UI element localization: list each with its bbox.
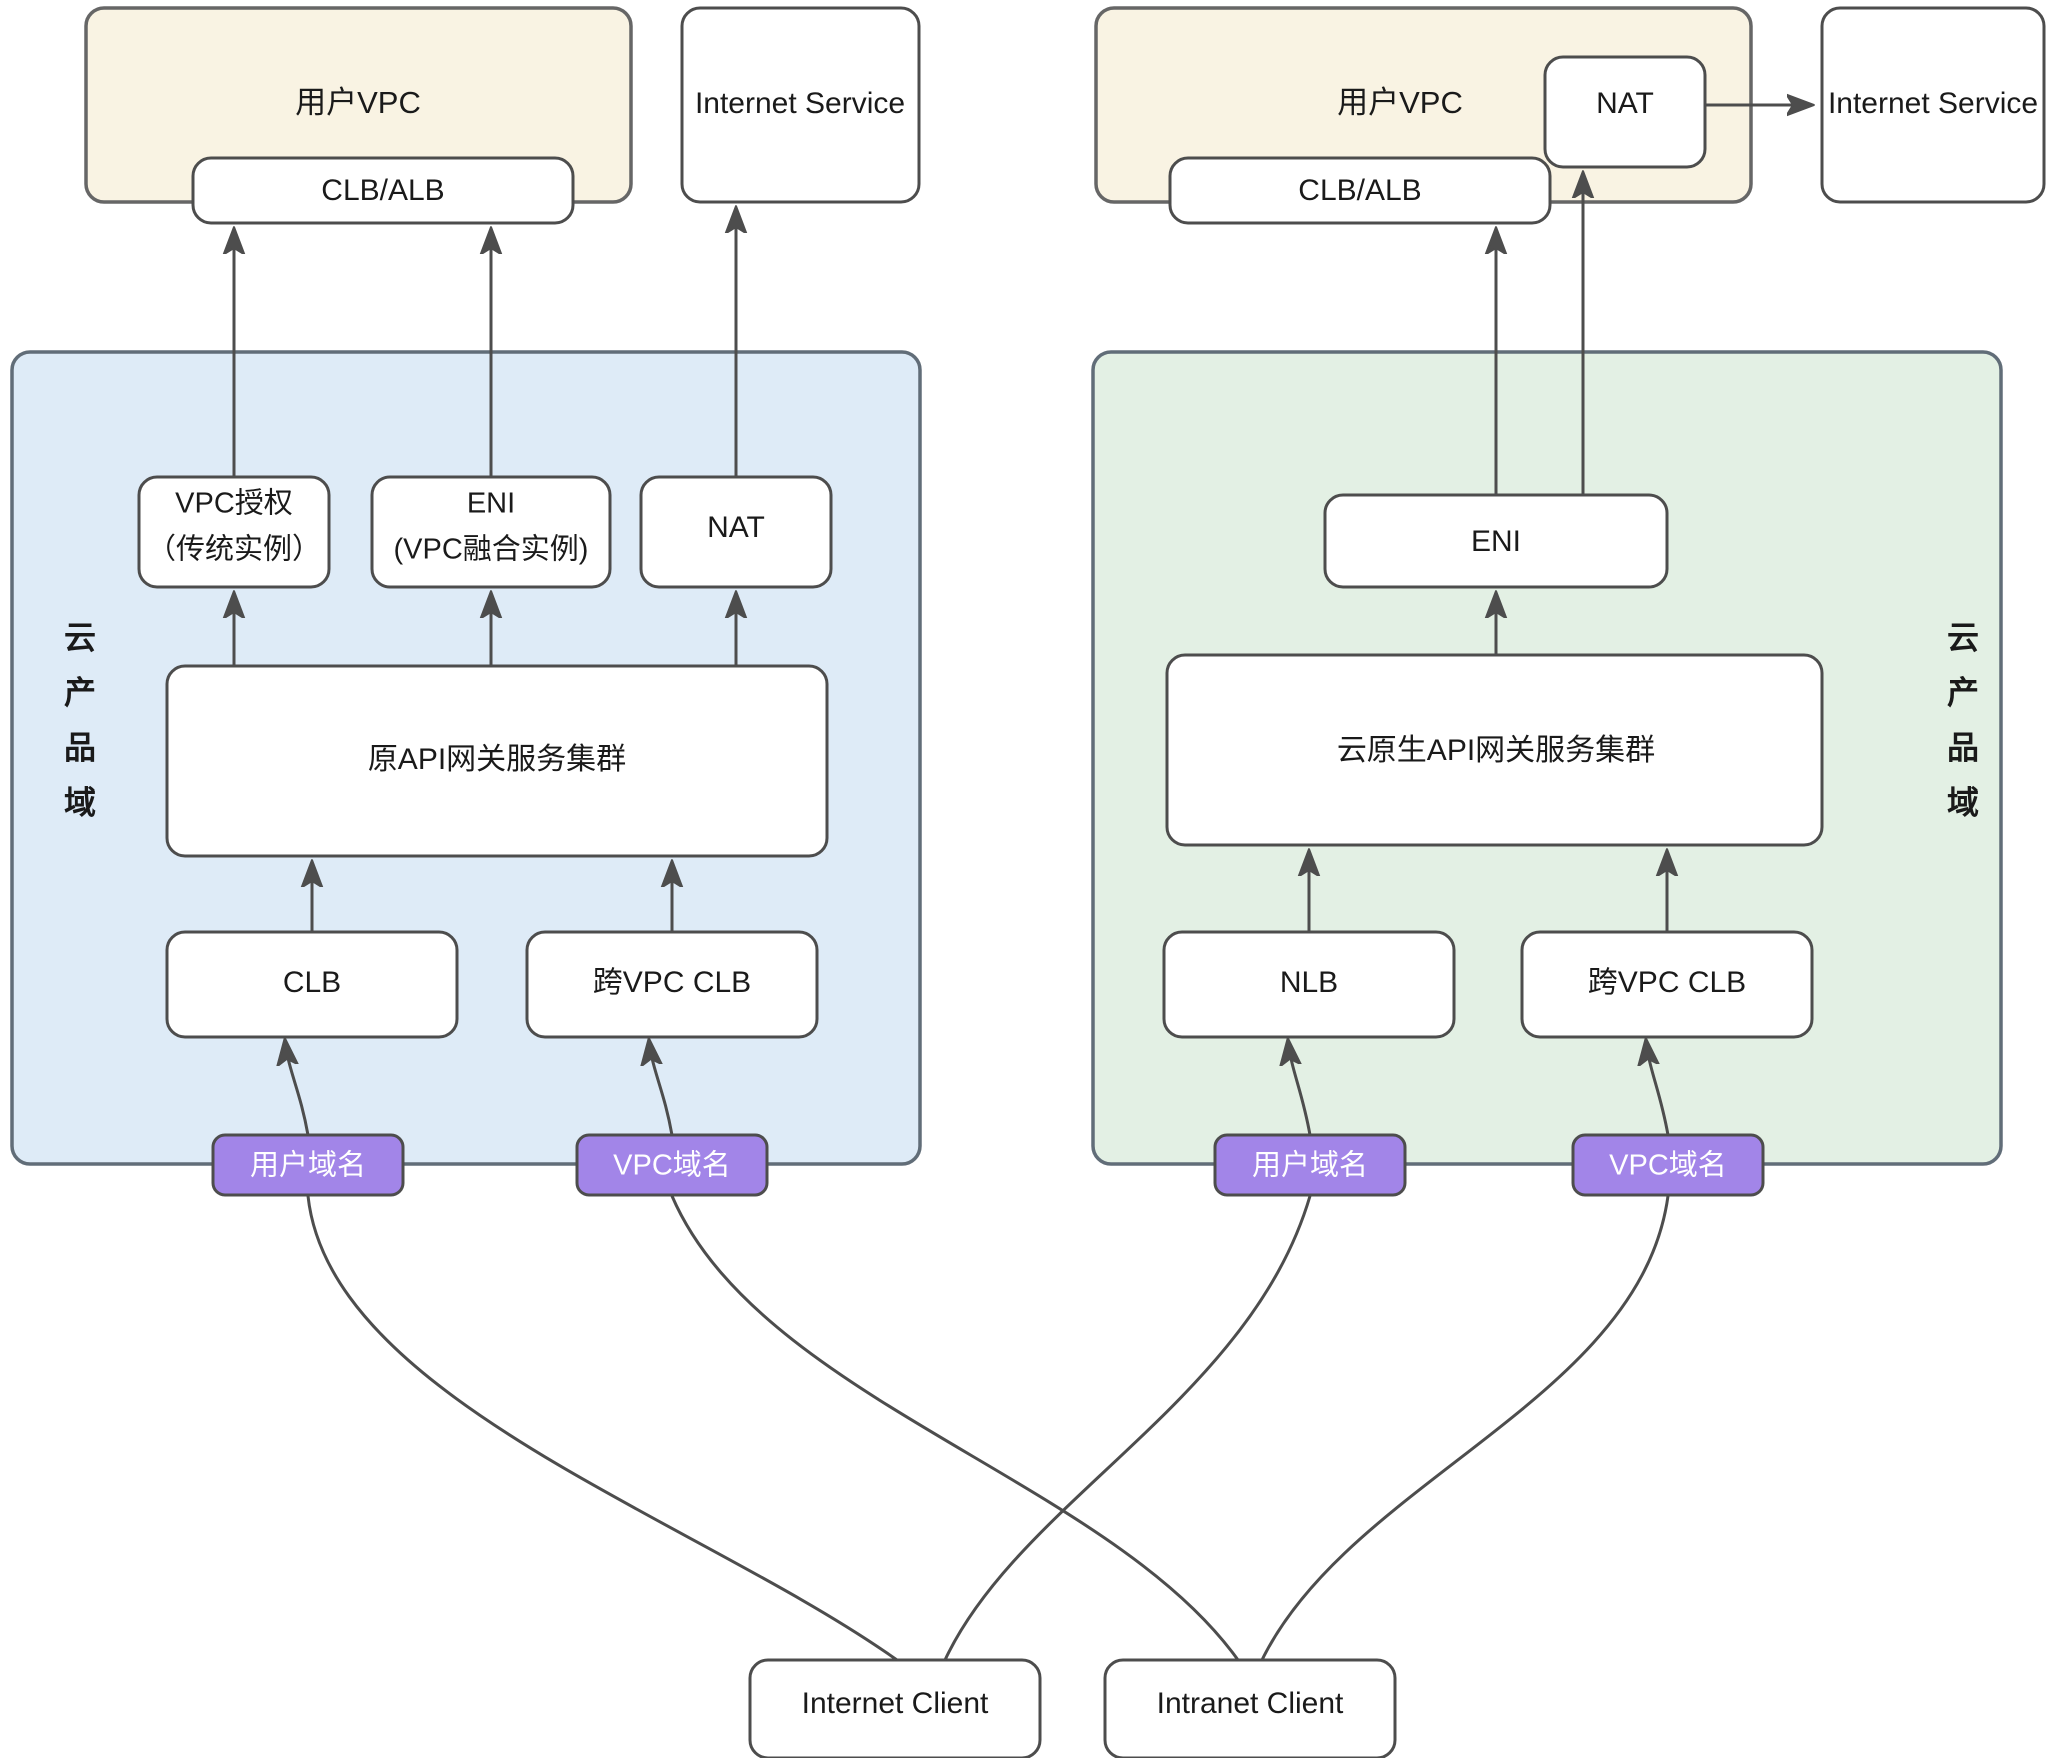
right-eni-label: ENI: [1471, 525, 1521, 558]
intranet-client-node: Intranet Client: [1103, 1658, 1397, 1758]
right-nat-node: NAT: [1543, 55, 1707, 169]
left-internet-service-label: Internet Service: [695, 87, 905, 120]
edge-left-vpcdomain-to-crossvpcclb: [649, 1040, 674, 1136]
left-clb-alb-node: CLB/ALB: [191, 156, 575, 225]
right-clb-alb-node: CLB/ALB: [1168, 156, 1552, 225]
right-clb-alb-box: [1168, 156, 1552, 225]
edge-intranetclient-to-right-vpcdomain: [1260, 1195, 1670, 1661]
left-clb-alb-label: CLB/ALB: [321, 174, 444, 207]
right-nlb-label: NLB: [1280, 966, 1338, 999]
right-internet-service-box: [1820, 6, 2046, 204]
intranet-client-box: [1103, 1658, 1397, 1758]
internet-client-node: Internet Client: [748, 1658, 1042, 1758]
right-cloud-label-char-2: 产: [1947, 674, 1979, 710]
left-vpc-auth-node: VPC授权 （传统实例）: [137, 475, 331, 589]
left-user-vpc-label: 用户VPC: [295, 85, 421, 120]
left-nat-label: NAT: [707, 511, 765, 544]
right-cloud-label-char-1: 云: [1947, 619, 1979, 655]
left-vpc-auth-label-line1: VPC授权: [175, 487, 293, 520]
intranet-client-label: Intranet Client: [1157, 1687, 1344, 1720]
internet-client-label: Internet Client: [802, 1687, 989, 1720]
left-internet-service-node: Internet Service: [680, 6, 921, 204]
left-user-domain-chip-label: 用户域名: [250, 1149, 366, 1182]
left-cloud-label-char-3: 品: [64, 729, 96, 765]
left-cloud-product-vertical-label: 云 产 品 域: [64, 619, 96, 820]
left-internet-service-box: [680, 6, 921, 204]
edge-internetclient-to-left-userdomain: [306, 1195, 898, 1662]
left-eni-label-line1: ENI: [467, 488, 515, 520]
left-vpc-domain-chip[interactable]: VPC域名: [575, 1133, 769, 1197]
right-nat-label: NAT: [1596, 87, 1654, 120]
left-cross-vpc-clb-node: 跨VPC CLB: [525, 930, 819, 1039]
right-internet-service-node: Internet Service: [1820, 6, 2046, 204]
right-user-domain-chip-label: 用户域名: [1252, 1149, 1368, 1182]
left-gateway-cluster-node: 原API网关服务集群: [165, 664, 829, 858]
right-cloud-product-vertical-label: 云 产 品 域: [1947, 619, 1979, 820]
edge-right-vpcdomain-to-crossvpcclb: [1646, 1040, 1670, 1136]
right-clb-alb-label: CLB/ALB: [1298, 174, 1421, 207]
right-cross-vpc-clb-node: 跨VPC CLB: [1520, 930, 1814, 1039]
right-vpc-domain-chip[interactable]: VPC域名: [1571, 1133, 1765, 1197]
left-eni-node: ENI (VPC融合实例): [370, 475, 612, 589]
left-user-domain-chip[interactable]: 用户域名: [211, 1133, 405, 1197]
left-cross-vpc-clb-label: 跨VPC CLB: [593, 966, 751, 999]
edge-intranetclient-to-left-vpcdomain: [670, 1195, 1240, 1661]
left-cloud-label-char-2: 产: [64, 674, 96, 710]
right-user-vpc-label: 用户VPC: [1337, 85, 1463, 120]
edge-right-userdomain-to-nlb: [1288, 1040, 1312, 1136]
left-clb-node: CLB: [165, 930, 459, 1039]
right-internet-service-label: Internet Service: [1828, 87, 2038, 120]
right-cross-vpc-clb-label: 跨VPC CLB: [1588, 966, 1746, 999]
right-user-domain-chip[interactable]: 用户域名: [1213, 1133, 1407, 1197]
right-eni-node: ENI: [1323, 493, 1669, 589]
right-vpc-domain-chip-label: VPC域名: [1609, 1149, 1727, 1182]
right-cloud-label-char-4: 域: [1947, 784, 1979, 820]
right-cloud-label-char-3: 品: [1947, 729, 1979, 765]
left-clb-alb-box: [191, 156, 575, 225]
left-cloud-label-char-1: 云: [64, 619, 96, 655]
left-gateway-cluster-label: 原API网关服务集群: [368, 743, 626, 776]
left-cloud-label-char-4: 域: [64, 784, 96, 820]
left-nat-node: NAT: [639, 475, 833, 589]
left-user-vpc-region: 用户VPC: [84, 6, 633, 204]
left-vpc-domain-chip-label: VPC域名: [613, 1149, 731, 1182]
left-clb-label: CLB: [283, 966, 341, 999]
right-gateway-cluster-label: 云原生API网关服务集群: [1337, 734, 1655, 767]
edge-left-userdomain-to-clb: [285, 1040, 310, 1136]
edge-internetclient-to-right-userdomain: [943, 1195, 1312, 1661]
right-nlb-node: NLB: [1162, 930, 1456, 1039]
right-gateway-cluster-node: 云原生API网关服务集群: [1165, 653, 1824, 847]
right-nat-box: [1543, 55, 1707, 169]
left-eni-label-line2: (VPC融合实例): [394, 533, 589, 566]
left-vpc-auth-label-line2: （传统实例）: [147, 533, 321, 566]
left-gateway-cluster-box: [165, 664, 829, 858]
